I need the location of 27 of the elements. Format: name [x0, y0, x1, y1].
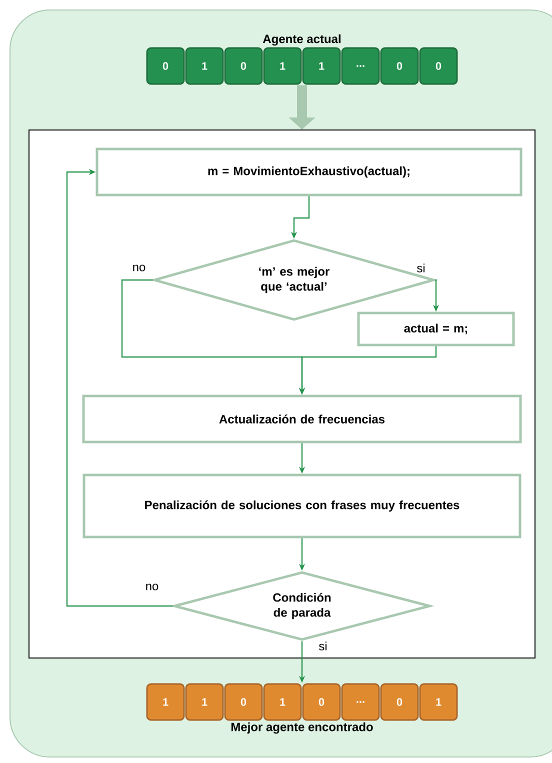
- edge-label: no: [146, 584, 158, 590]
- bit-cell: ...: [341, 683, 380, 721]
- bit-cell: 0: [302, 683, 341, 721]
- arrow: [66, 168, 173, 607]
- edge-label: no: [133, 264, 146, 272]
- bit-cell: ...: [341, 47, 380, 85]
- process-box: Actualización de frecuencias: [82, 394, 522, 444]
- bit-cell: 1: [146, 683, 185, 721]
- bit-cell: 1: [185, 47, 224, 85]
- bit-cell: 0: [224, 47, 263, 85]
- heading: Agente actual: [262, 34, 340, 46]
- bit-cell: 1: [263, 47, 302, 85]
- bit-cell: 0: [380, 47, 419, 85]
- edge-label: si: [417, 264, 425, 272]
- bit-cell: 1: [419, 683, 458, 721]
- edge-label: si: [319, 642, 327, 650]
- process-box: m = MovimientoExhaustivo(actual);: [96, 148, 522, 196]
- bit-cell: 1: [263, 683, 302, 721]
- bit-cell: 0: [224, 683, 263, 721]
- process-box: Penalización de soluciones con frases muy frecuentes: [82, 474, 522, 538]
- bit-cell: 0: [419, 47, 458, 85]
- heading: Mejor agente encontrado: [231, 722, 373, 734]
- bit-cell: 0: [146, 47, 185, 85]
- bit-cell: 1: [185, 683, 224, 721]
- bit-cell: 0: [380, 683, 419, 721]
- process-box: actual = m;: [357, 312, 515, 346]
- bit-cell: 1: [302, 47, 341, 85]
